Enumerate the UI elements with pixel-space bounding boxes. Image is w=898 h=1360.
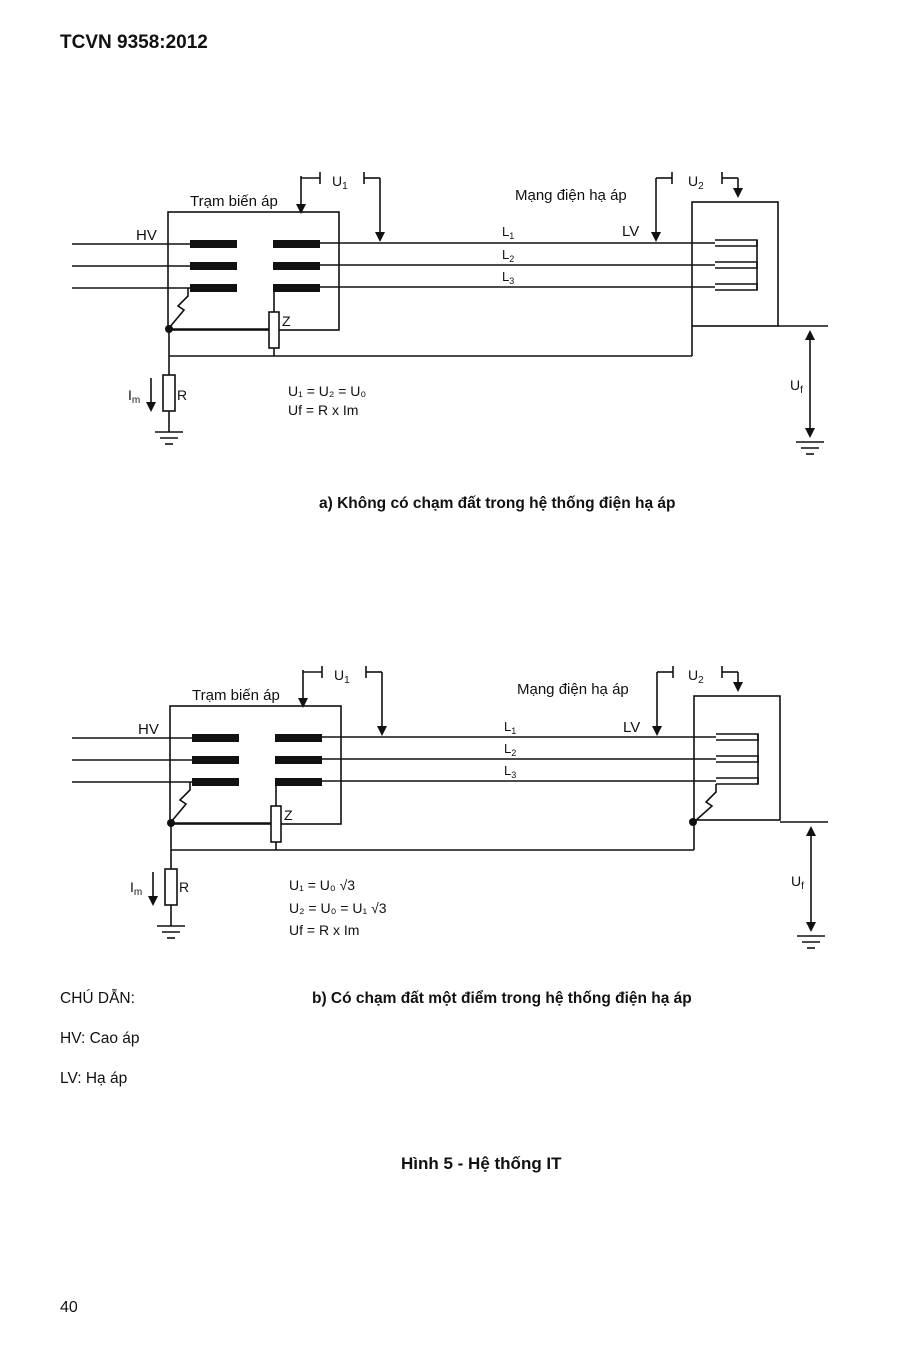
network-label: Mạng điện hạ áp <box>515 187 627 204</box>
r-label: R <box>179 879 189 895</box>
lv-label: LV <box>623 719 640 736</box>
hv-label: HV <box>136 227 157 244</box>
equation-2: U₂ = U₀ = U₁ √3 <box>289 900 387 916</box>
substation-label: Trạm biến áp <box>190 193 278 210</box>
im-label: Im <box>130 879 142 898</box>
u1-label: U1 <box>334 667 350 686</box>
caption-b: b) Có chạm đất một điểm trong hệ thống đ… <box>312 990 692 1007</box>
legend-hv: HV: Cao áp <box>60 1030 140 1047</box>
legend-lv: LV: Hạ áp <box>60 1070 128 1087</box>
substation-box <box>169 705 342 825</box>
legend-title: CHÚ DẪN: <box>60 990 135 1007</box>
substation-label: Trạm biến áp <box>192 687 280 704</box>
resistor-r <box>164 868 178 906</box>
z-label: Z <box>282 313 291 329</box>
u2-label: U2 <box>688 173 704 192</box>
r-label: R <box>177 387 187 403</box>
equation-2: Uf = R x Im <box>288 402 358 418</box>
document-header: TCVN 9358:2012 <box>60 32 208 53</box>
l2-label: L2 <box>502 247 514 264</box>
diagram-b: Trạm biến áp Mạng điện hạ áp HV LV U1 U2… <box>72 666 828 949</box>
diagram-a: Trạm biến áp Mạng điện hạ áp HV LV U1 U2… <box>72 172 828 455</box>
equation-3: Uf = R x Im <box>289 922 359 938</box>
z-label: Z <box>284 807 293 823</box>
figure-title: Hình 5 - Hệ thống IT <box>401 1154 562 1173</box>
substation-box <box>167 211 340 331</box>
u2-label: U2 <box>688 667 704 686</box>
load-winding-2 <box>716 755 759 763</box>
l1-label: L1 <box>504 719 516 736</box>
l2-label: L2 <box>504 741 516 758</box>
impedance-z <box>270 805 282 843</box>
hv-label: HV <box>138 721 159 738</box>
uf-label: Uf <box>790 377 803 396</box>
im-label: Im <box>128 387 140 406</box>
load-box <box>691 201 779 327</box>
impedance-z <box>268 311 280 349</box>
caption-a: a) Không có chạm đất trong hệ thống điện… <box>319 495 676 512</box>
load-winding-1 <box>716 733 759 741</box>
uf-label: Uf <box>791 873 804 892</box>
equation-1: U₁ = U₂ = U₀ <box>288 383 366 399</box>
load-winding-3 <box>715 283 758 291</box>
u1-label: U1 <box>332 173 348 192</box>
load-box <box>693 695 781 821</box>
lv-label: LV <box>622 223 639 240</box>
page-number: 40 <box>60 1299 78 1316</box>
l3-label: L3 <box>504 763 516 780</box>
load-winding-3 <box>716 777 759 785</box>
network-label: Mạng điện hạ áp <box>517 681 629 698</box>
l1-label: L1 <box>502 224 514 241</box>
load-winding-2 <box>715 261 758 269</box>
l3-label: L3 <box>502 269 514 286</box>
load-winding-1 <box>715 239 758 247</box>
equation-1: U₁ = U₀ √3 <box>289 877 355 893</box>
resistor-r <box>162 374 176 412</box>
